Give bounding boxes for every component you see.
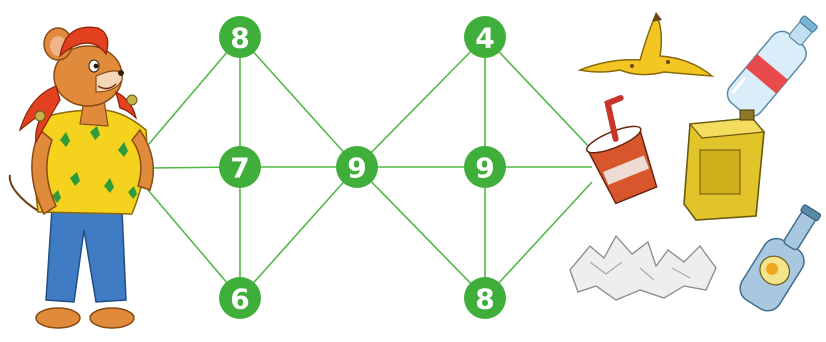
mouse-girl-character	[8, 26, 155, 329]
soda-cup-icon	[585, 94, 658, 205]
edge	[239, 166, 358, 299]
edge	[484, 181, 593, 299]
edge	[356, 36, 486, 168]
oil-can-icon	[683, 109, 766, 221]
glass-bottle-icon	[739, 204, 822, 312]
banana-peel-icon	[577, 12, 715, 77]
node-right-middle: 9	[464, 146, 506, 188]
edge	[239, 36, 358, 168]
node-left-middle: 7	[219, 146, 261, 188]
node-number: 8	[475, 283, 494, 316]
plastic-bottle-icon	[726, 15, 818, 118]
node-number: 9	[475, 152, 494, 185]
node-left-bottom: 6	[219, 277, 261, 319]
node-right-top: 4	[464, 16, 506, 58]
node-right-bottom: 8	[464, 277, 506, 319]
node-number: 7	[230, 152, 249, 185]
crumpled-paper-icon	[569, 234, 717, 301]
edge	[356, 166, 486, 299]
node-number: 9	[347, 152, 366, 185]
node-number: 8	[230, 22, 249, 55]
node-left-top: 8	[219, 16, 261, 58]
node-number: 6	[230, 283, 249, 316]
edge	[147, 36, 241, 146]
node-center: 9	[336, 146, 378, 188]
edge	[147, 189, 241, 299]
node-number: 4	[475, 22, 494, 55]
edge	[484, 36, 593, 151]
